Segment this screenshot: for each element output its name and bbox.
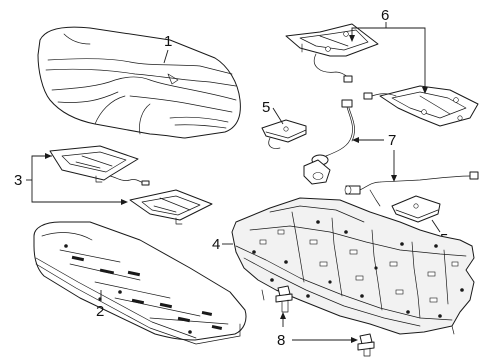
callout-4: 4 bbox=[212, 236, 233, 253]
seat-frame bbox=[231, 197, 475, 335]
wiring-harness-lower bbox=[344, 171, 479, 207]
callout-1: 1 bbox=[163, 33, 172, 64]
callout-5a: 5 bbox=[262, 99, 284, 125]
seat-cushion-pad bbox=[33, 221, 247, 345]
callout-label-4: 4 bbox=[212, 236, 220, 253]
callout-6: 6 bbox=[349, 7, 428, 94]
leader-line-6 bbox=[351, 27, 426, 92]
callout-label-3: 3 bbox=[14, 172, 22, 189]
seat-heater-mat-upper bbox=[49, 145, 150, 186]
fastener-clip-upper bbox=[275, 285, 293, 313]
sensor-module-lower bbox=[391, 195, 441, 223]
fastener-clip-lower bbox=[357, 333, 375, 357]
seat-cushion-cover bbox=[37, 26, 241, 139]
callout-label-7: 7 bbox=[388, 132, 396, 149]
wiring-harness-upper bbox=[303, 99, 355, 185]
sensor-mat-right bbox=[363, 85, 479, 127]
callout-7: 7 bbox=[352, 132, 397, 182]
callout-2: 2 bbox=[96, 290, 104, 320]
sensor-module-upper bbox=[261, 119, 307, 149]
seat-heater-mat-lower bbox=[129, 189, 213, 225]
callout-8: 8 bbox=[277, 312, 358, 349]
callout-label-6: 6 bbox=[381, 7, 389, 24]
callout-label-8: 8 bbox=[277, 332, 285, 349]
callout-label-1: 1 bbox=[164, 33, 172, 50]
leader-line-5a bbox=[272, 107, 284, 125]
callout-label-5a: 5 bbox=[262, 99, 270, 116]
callout-label-2: 2 bbox=[96, 303, 104, 320]
leader-line-1 bbox=[163, 49, 169, 64]
sensor-mat-left bbox=[285, 23, 379, 83]
leader-line-3 bbox=[31, 155, 126, 203]
leader-line-5b bbox=[431, 219, 441, 233]
callout-3: 3 bbox=[14, 153, 128, 205]
